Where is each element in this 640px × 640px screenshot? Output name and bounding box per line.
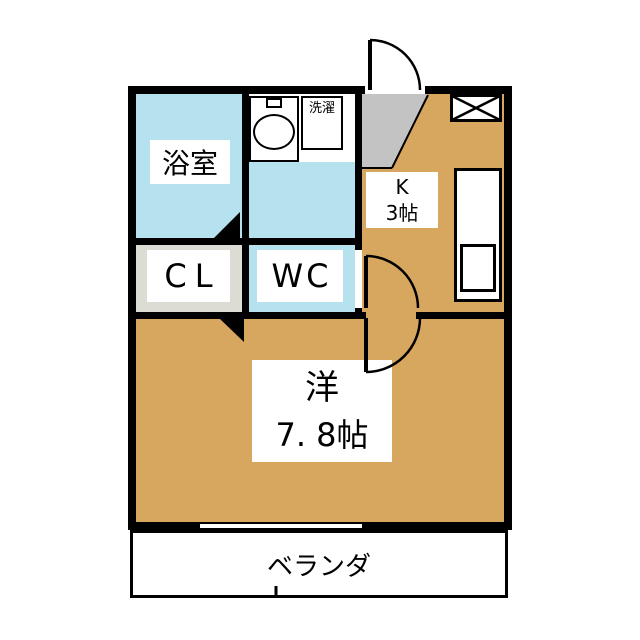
interior-wall: [136, 238, 362, 245]
washing-machine-space: 洗濯: [301, 96, 343, 150]
interior-wall: [242, 94, 249, 238]
interior-wall: [355, 94, 362, 250]
outer-wall-top-right: [425, 86, 512, 94]
kitchen-label: K 3帖: [366, 172, 438, 228]
living-room-label: 洋 7. 8帖: [252, 360, 392, 462]
window-to-veranda: [200, 522, 362, 530]
outer-wall-bottom-right: [362, 522, 512, 530]
bath-label: 浴室: [150, 140, 230, 184]
outer-wall-top-left: [128, 86, 365, 94]
kitchen-label-line2: 3帖: [385, 201, 419, 225]
outer-wall-left: [128, 86, 136, 530]
toilet-label: WC: [257, 250, 343, 302]
veranda: ベランダ: [130, 530, 508, 598]
closet-label: CL: [147, 250, 230, 302]
outer-wall-bottom-left: [128, 522, 200, 530]
living-label-line1: 洋: [305, 368, 339, 408]
veranda-label: ベランダ: [266, 551, 371, 582]
kitchen-sink: [460, 244, 496, 292]
outer-wall-right: [504, 86, 512, 530]
living-label-line2: 7. 8帖: [275, 416, 369, 454]
laundry-label: 洗濯: [308, 101, 335, 116]
faucet-icon: [266, 98, 282, 108]
interior-wall: [242, 245, 249, 312]
washbasin-icon: [253, 114, 295, 150]
kitchen-label-line1: K: [395, 175, 409, 199]
interior-wall: [136, 312, 366, 319]
refrigerator-space: [450, 94, 502, 122]
interior-wall: [416, 312, 504, 319]
entrance-door-arc: [369, 38, 422, 91]
